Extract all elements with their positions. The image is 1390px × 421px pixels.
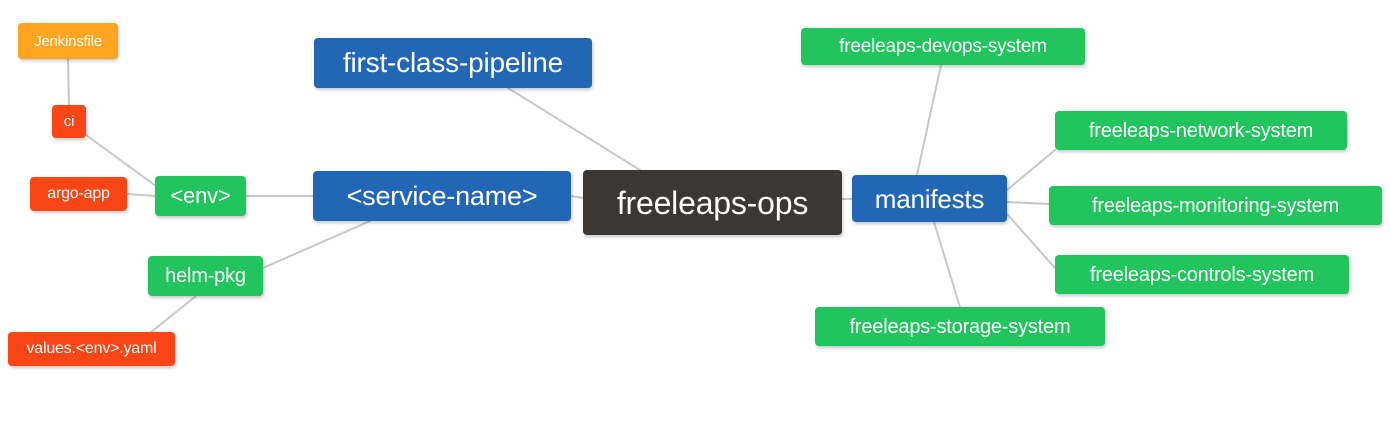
node-label-freeleaps-controls-system: freeleaps-controls-system (1090, 263, 1314, 286)
edge-first-class-pipeline-to-freeleaps-ops (507, 87, 641, 171)
edge-values-yaml-to-helm-pkg (149, 295, 197, 334)
node-label-freeleaps-storage-system: freeleaps-storage-system (849, 315, 1071, 338)
node-first-class-pipeline[interactable]: first-class-pipeline (314, 38, 592, 88)
node-freeleaps-storage-system[interactable]: freeleaps-storage-system (815, 307, 1105, 346)
edge-service-name-to-freeleaps-ops (570, 195, 584, 199)
node-label-values-yaml: values.<env>.yaml (26, 340, 157, 357)
node-jenkinsfile[interactable]: Jenkinsfile (18, 23, 118, 59)
node-freeleaps-controls-system[interactable]: freeleaps-controls-system (1055, 255, 1349, 294)
node-label-argo-app: argo-app (47, 185, 110, 202)
edge-helm-pkg-to-service-name (262, 220, 371, 269)
edge-argo-app-to-env (126, 193, 156, 197)
node-freeleaps-network-system[interactable]: freeleaps-network-system (1055, 111, 1347, 150)
node-freeleaps-ops[interactable]: freeleaps-ops (583, 170, 842, 235)
node-argo-app[interactable]: argo-app (30, 177, 127, 211)
node-label-freeleaps-ops: freeleaps-ops (616, 184, 809, 221)
node-values-yaml[interactable]: values.<env>.yaml (8, 332, 175, 366)
edge-manifests-to-freeleaps-monitoring-system (1006, 201, 1050, 205)
node-manifests[interactable]: manifests (852, 175, 1007, 222)
node-label-jenkinsfile: Jenkinsfile (34, 32, 102, 50)
node-label-freeleaps-monitoring-system: freeleaps-monitoring-system (1092, 194, 1339, 217)
node-label-env: <env> (170, 183, 231, 208)
node-label-first-class-pipeline: first-class-pipeline (342, 47, 564, 78)
node-label-freeleaps-network-system: freeleaps-network-system (1088, 119, 1314, 142)
node-freeleaps-devops-system[interactable]: freeleaps-devops-system (801, 28, 1085, 65)
node-label-service-name: <service-name> (346, 180, 538, 211)
node-label-freeleaps-devops-system: freeleaps-devops-system (839, 36, 1047, 57)
edge-manifests-to-freeleaps-network-system (1006, 149, 1056, 191)
edge-manifests-to-freeleaps-controls-system (1006, 213, 1056, 269)
edge-manifests-to-freeleaps-devops-system (916, 64, 942, 176)
node-label-helm-pkg: helm-pkg (165, 265, 246, 287)
node-ci[interactable]: ci (52, 105, 86, 138)
edge-manifests-to-freeleaps-storage-system (933, 221, 961, 308)
node-label-ci: ci (63, 113, 75, 130)
node-label-manifests: manifests (874, 183, 985, 214)
node-service-name[interactable]: <service-name> (313, 171, 571, 221)
edge-jenkinsfile-to-ci (67, 58, 70, 106)
node-env[interactable]: <env> (155, 176, 246, 216)
node-helm-pkg[interactable]: helm-pkg (148, 256, 263, 296)
node-freeleaps-monitoring-system[interactable]: freeleaps-monitoring-system (1049, 186, 1382, 225)
